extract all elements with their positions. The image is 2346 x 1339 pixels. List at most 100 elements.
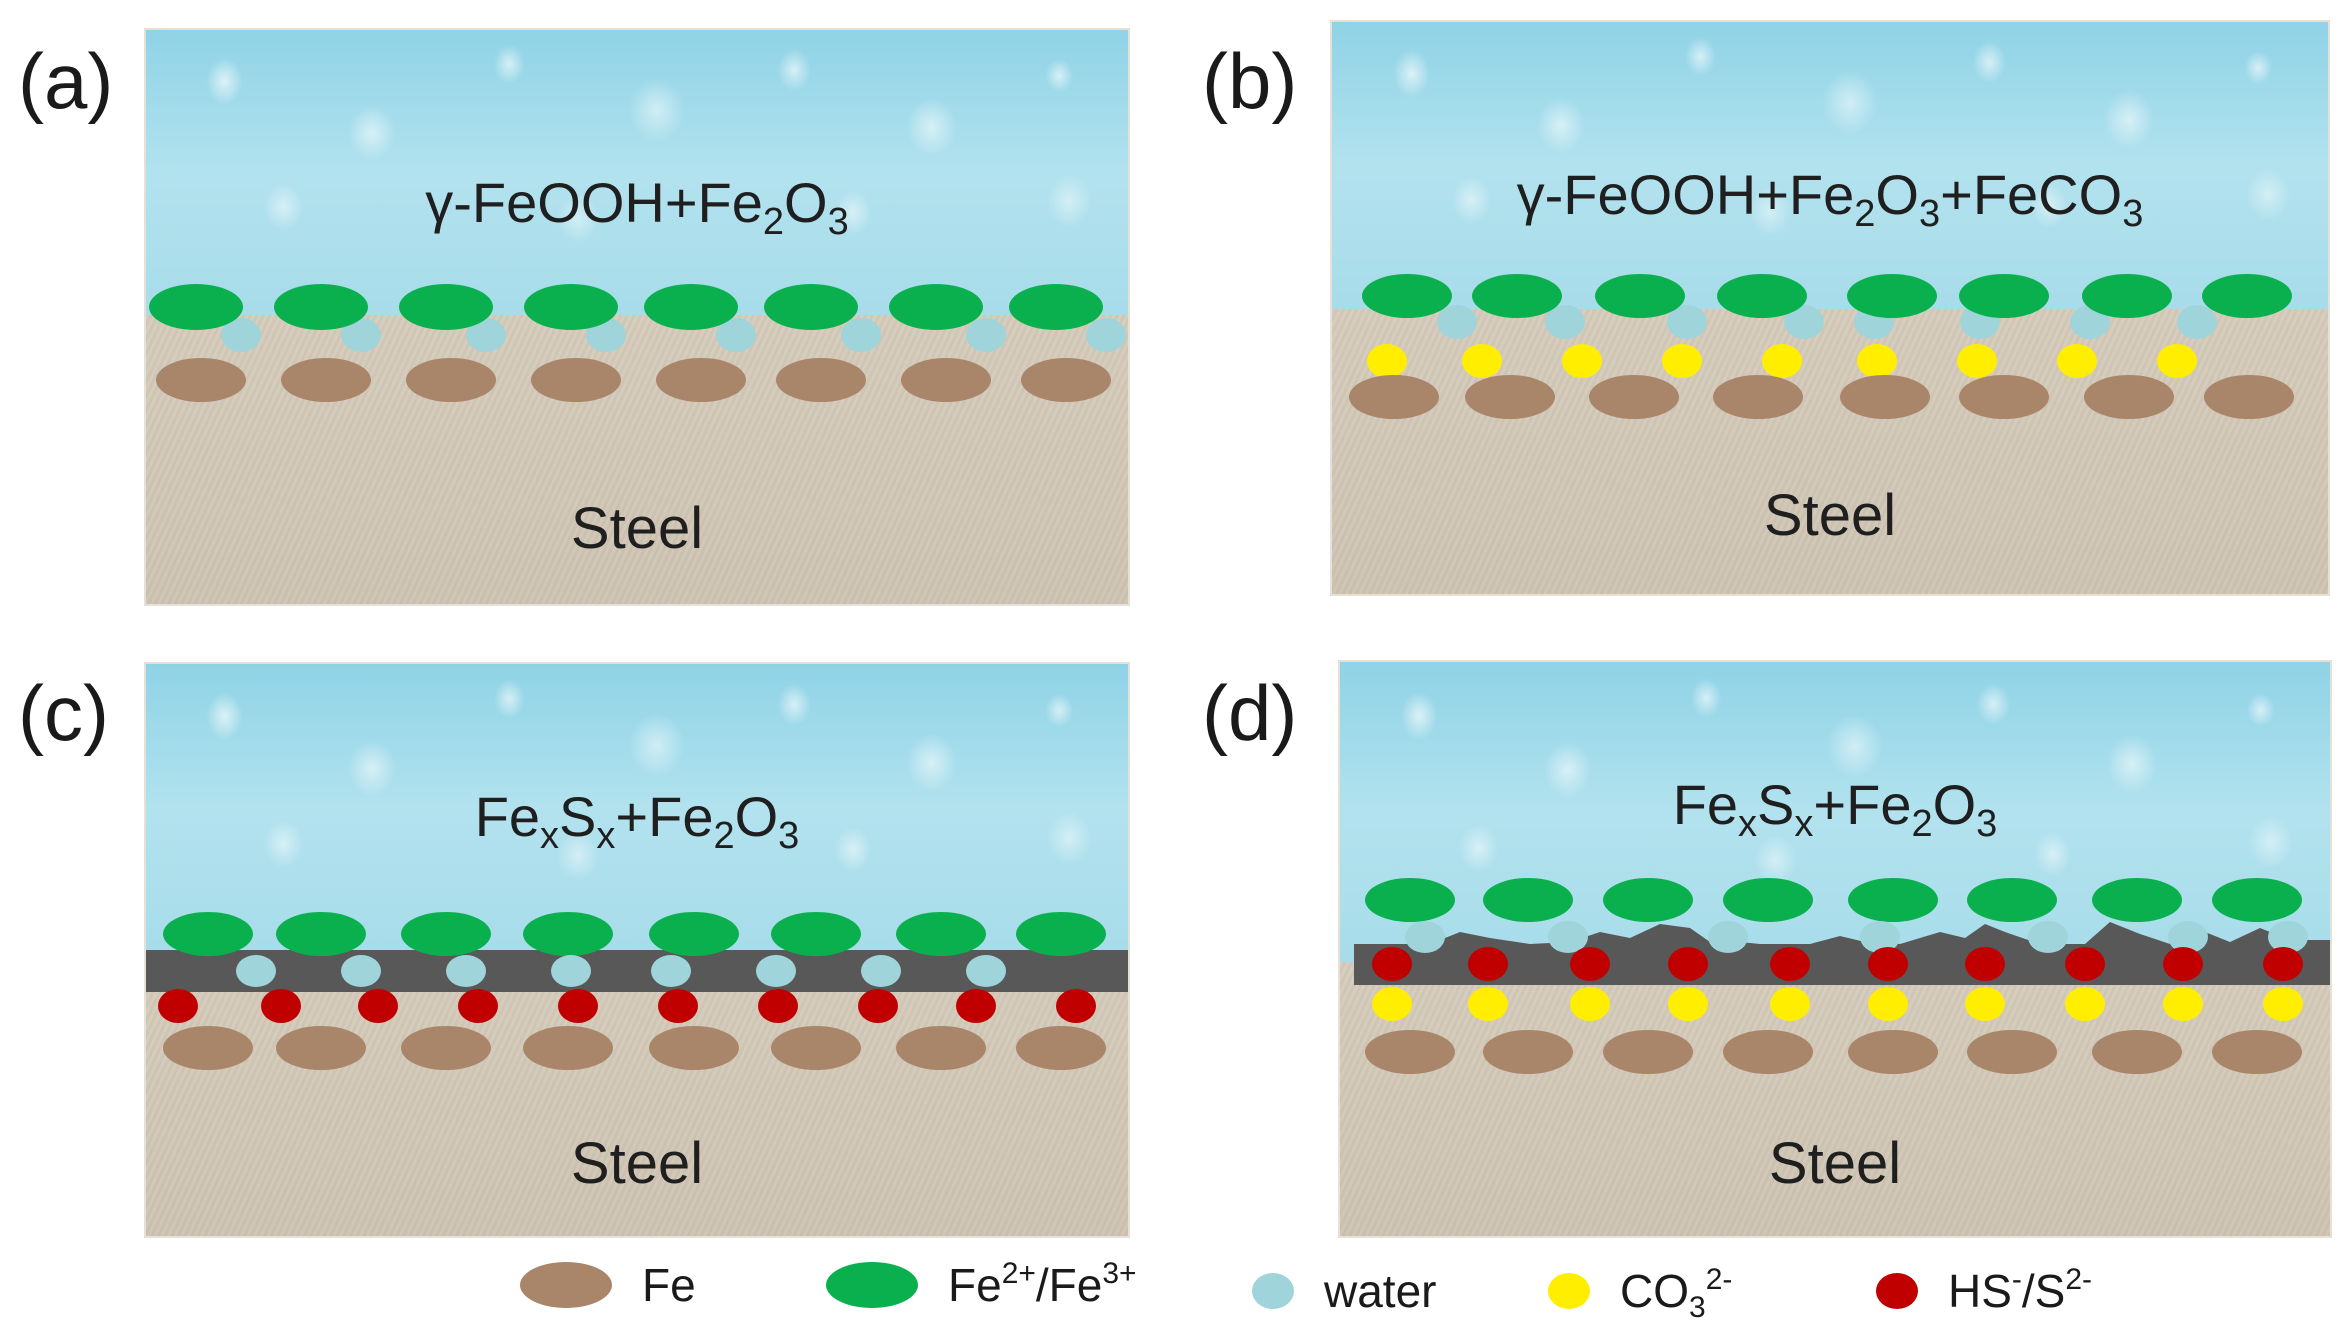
water-molecule	[446, 955, 486, 987]
sulfide-ion	[658, 989, 698, 1023]
carbonate-ion	[1468, 987, 1508, 1021]
carbonate-ion	[2065, 987, 2105, 1021]
fe-ion-particle	[1483, 878, 1573, 922]
carbonate-ion	[1857, 344, 1897, 378]
legend-fe-ion-text: Fe2+/Fe3+	[948, 1257, 1137, 1312]
fe-atom	[2204, 375, 2294, 419]
panel-c: FexSx+Fe2O3 Steel	[144, 662, 1130, 1238]
fe-ion-particle	[1016, 912, 1106, 956]
sulfide-ion	[458, 989, 498, 1023]
water-molecule	[1437, 305, 1477, 339]
carbonate-ion	[2263, 987, 2303, 1021]
fe-atom	[1967, 1030, 2057, 1074]
sulfide-ion	[2065, 947, 2105, 981]
fe-ion-particle	[1717, 274, 1807, 318]
carbonate-ion	[1965, 987, 2005, 1021]
fe-ion-particle	[771, 912, 861, 956]
fe-ion-particle	[1595, 274, 1685, 318]
legend-fe-ion: Fe2+/Fe3+	[826, 1258, 1137, 1312]
fe-atom	[776, 358, 866, 402]
fe-atom	[2084, 375, 2174, 419]
carbonate-ion	[1668, 987, 1708, 1021]
fe-ion-particle	[1847, 274, 1937, 318]
fe-atom	[1483, 1030, 1573, 1074]
carbonate-ion	[1868, 987, 1908, 1021]
fe-atom	[1589, 375, 1679, 419]
legend-water: water	[1252, 1264, 1436, 1318]
sulfide-ion	[358, 989, 398, 1023]
fe-atom	[276, 1026, 366, 1070]
legend-carbonate-text: CO32-	[1620, 1263, 1733, 1324]
water-molecule	[2028, 921, 2068, 953]
carbonate-ion	[1462, 344, 1502, 378]
fe-atom	[1959, 375, 2049, 419]
water-swatch-icon	[1252, 1273, 1294, 1309]
fe-atom	[523, 1026, 613, 1070]
fe-atom	[1021, 358, 1111, 402]
carbonate-ion	[2157, 344, 2197, 378]
fe-ion-swatch-icon	[826, 1262, 918, 1308]
legend-carbonate: CO32-	[1548, 1263, 1733, 1324]
legend-sulfide-text: HS-/S2-	[1948, 1263, 2093, 1318]
fe-swatch-icon	[520, 1262, 612, 1308]
fe-ion-particle	[764, 284, 858, 330]
fe-ion-particle	[2202, 274, 2292, 318]
fe-atom	[1603, 1030, 1693, 1074]
sulfide-ion	[2263, 947, 2303, 981]
fe-ion-particle	[889, 284, 983, 330]
fe-ion-particle	[1967, 878, 2057, 922]
carbonate-ion	[2057, 344, 2097, 378]
fe-atom	[1465, 375, 1555, 419]
fe-atom	[1016, 1026, 1106, 1070]
sulfide-ion	[1570, 947, 1610, 981]
carbonate-ion	[1562, 344, 1602, 378]
fe-atom	[156, 358, 246, 402]
fe-atom	[1365, 1030, 1455, 1074]
carbonate-ion	[1570, 987, 1610, 1021]
fe-atom	[901, 358, 991, 402]
steel-label: Steel	[570, 1131, 704, 1196]
water-molecule	[966, 318, 1006, 352]
fe-ion-particle	[1848, 878, 1938, 922]
fe-ion-particle	[1362, 274, 1452, 318]
legend-fe: Fe	[520, 1258, 696, 1312]
sulfide-ion	[1468, 947, 1508, 981]
fe-atom	[1848, 1030, 1938, 1074]
fe-ion-particle	[399, 284, 493, 330]
fe-atom	[1723, 1030, 1813, 1074]
water-molecule	[861, 955, 901, 987]
solution-layer	[1332, 22, 2328, 309]
fe-atom	[656, 358, 746, 402]
fe-ion-particle	[1009, 284, 1103, 330]
panel-b-label: (b)	[1202, 37, 1298, 125]
fe-ion-particle	[649, 912, 739, 956]
fe-ion-particle	[1365, 878, 1455, 922]
carbonate-ion	[1367, 344, 1407, 378]
panel-b: γ-FeOOH+Fe2O3+FeCO3 Steel	[1330, 20, 2330, 596]
water-molecule	[841, 318, 881, 352]
fe-ion-particle	[1603, 878, 1693, 922]
sulfide-ion	[158, 989, 198, 1023]
fe-atom	[2212, 1030, 2302, 1074]
fe-ion-particle	[276, 912, 366, 956]
fe-ion-particle	[644, 284, 738, 330]
panel-c-label: (c)	[18, 669, 109, 757]
corrosion-product-formula: FexSx+Fe2O3	[1672, 773, 1998, 845]
fe-ion-particle	[896, 912, 986, 956]
legend-sulfide: HS-/S2-	[1876, 1264, 2092, 1318]
water-molecule	[1667, 305, 1707, 339]
carbonate-ion	[1372, 987, 1412, 1021]
fe-atom	[531, 358, 621, 402]
fe-atom	[163, 1026, 253, 1070]
fe-ion-particle	[163, 912, 253, 956]
carbonate-swatch-icon	[1548, 1273, 1590, 1309]
water-molecule	[966, 955, 1006, 987]
fe-atom	[1840, 375, 1930, 419]
fe-ion-particle	[1723, 878, 1813, 922]
fe-ion-particle	[2212, 878, 2302, 922]
water-molecule	[756, 955, 796, 987]
corrosion-product-formula: γ-FeOOH+Fe2O3+FeCO3	[1516, 163, 2144, 235]
sulfide-ion	[1372, 947, 1412, 981]
panel-a-label: (a)	[18, 37, 114, 125]
sulfide-ion	[261, 989, 301, 1023]
